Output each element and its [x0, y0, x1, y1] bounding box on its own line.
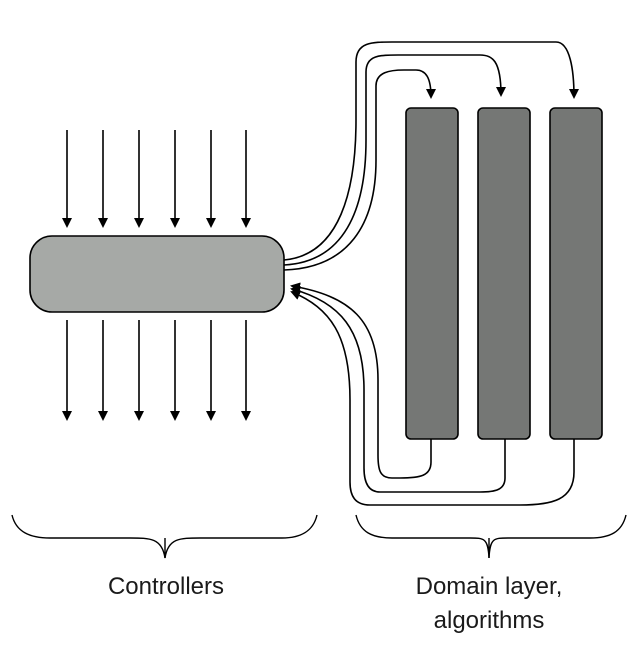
domain-box — [549, 107, 603, 440]
domain-box — [405, 107, 459, 440]
call-path — [283, 54, 506, 266]
domain-brace — [355, 514, 627, 559]
return-path — [290, 286, 506, 493]
domain-label-line2: algorithms — [434, 607, 545, 634]
controllers-box — [29, 235, 285, 313]
return-path — [290, 290, 575, 506]
call-path — [283, 69, 436, 271]
call-paths — [283, 41, 579, 271]
outgoing-arrows — [62, 320, 251, 421]
return-paths — [290, 282, 575, 506]
domain-box — [477, 107, 531, 440]
domain-label-line1: Domain layer, — [416, 573, 563, 600]
controllers-label: Controllers — [108, 573, 224, 600]
incoming-arrows — [62, 130, 251, 228]
return-path — [290, 282, 432, 479]
call-path — [283, 41, 579, 261]
